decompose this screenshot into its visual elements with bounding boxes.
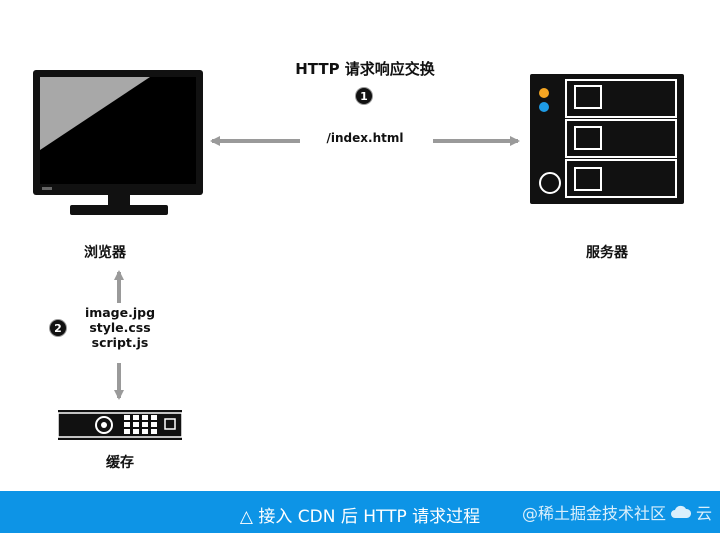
request-path-label: /index.html — [326, 131, 404, 145]
cache-label: 缓存 — [106, 455, 134, 471]
exchange-title: HTTP 请求响应交换 — [295, 60, 435, 78]
file-script: script.js — [91, 335, 149, 350]
cache-device-icon — [57, 410, 183, 440]
brand-text: 云 — [695, 504, 712, 523]
server-icon — [530, 74, 684, 204]
file-image: image.jpg — [84, 305, 156, 320]
caption-text: △ 接入 CDN 后 HTTP 请求过程 — [239, 507, 481, 527]
caption-bar: △ 接入 CDN 后 HTTP 请求过程 @稀土掘金技术社区 云 — [0, 491, 720, 533]
step-1-badge: 1 — [356, 88, 372, 104]
server-label: 服务器 — [586, 245, 628, 261]
cached-files-list: image.jpg style.css script.js — [82, 305, 158, 350]
monitor-icon — [33, 70, 203, 215]
browser-label: 浏览器 — [84, 245, 126, 261]
step-2-badge: 2 — [50, 320, 66, 336]
watermark-text: @稀土掘金技术社区 — [521, 504, 666, 523]
file-style: style.css — [89, 320, 151, 335]
cloud-logo-icon — [670, 505, 692, 518]
watermark: @稀土掘金技术社区 云 — [522, 500, 712, 524]
